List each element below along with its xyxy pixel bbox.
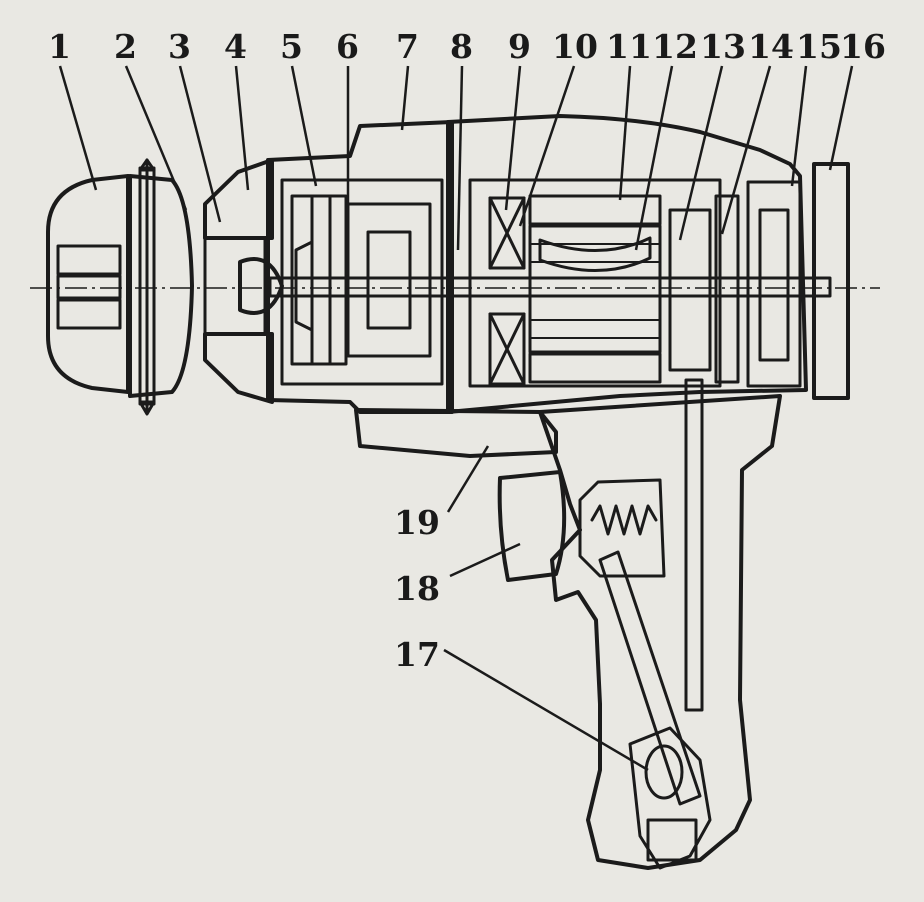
label-part-7: 7 bbox=[396, 27, 419, 66]
part-number-labels-top: 1 2 3 4 5 6 7 8 9 10 11 12 13 14 15 16 bbox=[48, 27, 886, 66]
trigger bbox=[497, 470, 567, 582]
front-housing bbox=[266, 120, 454, 414]
label-part-19: 19 bbox=[394, 503, 440, 542]
label-part-9: 9 bbox=[508, 27, 531, 66]
handle-grip bbox=[538, 378, 782, 870]
nut-head bbox=[46, 174, 130, 394]
label-part-4: 4 bbox=[224, 27, 247, 66]
label-part-10: 10 bbox=[552, 27, 598, 66]
label-part-13: 13 bbox=[700, 27, 746, 66]
label-part-17: 17 bbox=[394, 635, 440, 674]
label-part-16: 16 bbox=[840, 27, 886, 66]
label-part-15: 15 bbox=[796, 27, 842, 66]
motor-housing bbox=[446, 114, 808, 414]
label-part-14: 14 bbox=[748, 27, 794, 66]
label-part-12: 12 bbox=[652, 27, 698, 66]
label-part-18: 18 bbox=[394, 569, 440, 608]
leader-lines bbox=[58, 65, 854, 772]
part-number-labels-side: 19 18 17 bbox=[394, 503, 440, 674]
label-part-6: 6 bbox=[336, 27, 359, 66]
main-shaft bbox=[30, 276, 880, 298]
label-part-1: 1 bbox=[48, 27, 71, 66]
label-part-3: 3 bbox=[168, 27, 191, 66]
label-part-8: 8 bbox=[450, 27, 473, 66]
label-part-11: 11 bbox=[606, 27, 652, 66]
socket-ring bbox=[128, 158, 194, 416]
lower-front-plate bbox=[354, 408, 558, 458]
label-part-5: 5 bbox=[280, 27, 303, 66]
label-part-2: 2 bbox=[114, 27, 137, 66]
